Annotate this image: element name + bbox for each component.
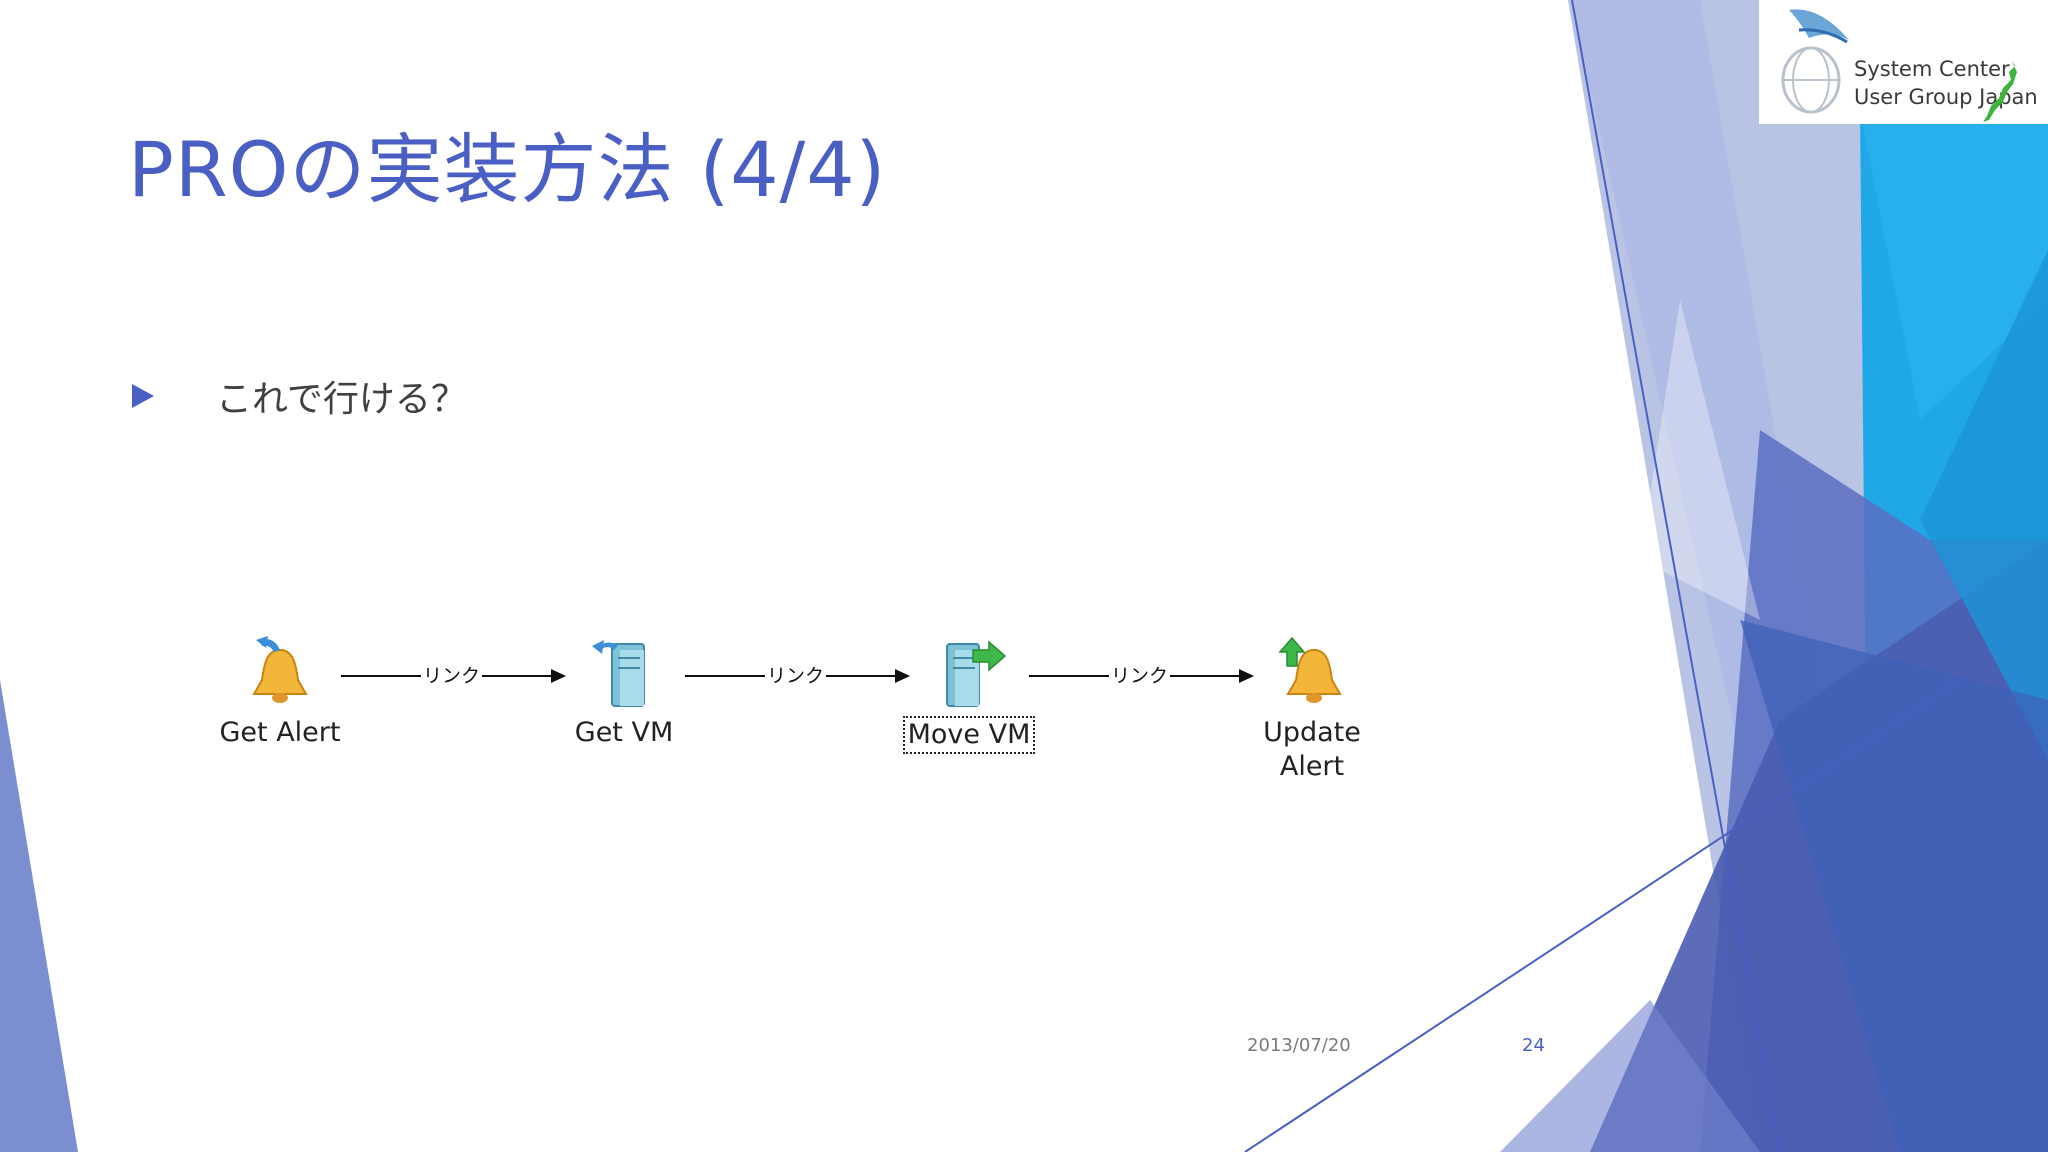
activity-get-alert[interactable]: Get Alert <box>200 636 360 750</box>
link-label: リンク <box>1109 661 1171 688</box>
alert-bell-icon <box>252 636 308 703</box>
activity-label-line2: Alert <box>1279 751 1345 782</box>
workflow-link[interactable]: リンク <box>1029 661 1254 691</box>
link-label: リンク <box>765 661 827 688</box>
activity-label: Get VM <box>574 717 674 748</box>
slide-title: PROの実装方法 (4/4) <box>128 125 887 214</box>
activity-label: Update Alert <box>1263 716 1361 784</box>
logo-line1: System Center <box>1854 57 2010 81</box>
workflow-link[interactable]: リンク <box>685 661 910 691</box>
activity-label: Get Alert <box>219 717 341 748</box>
alert-update-icon <box>1278 636 1342 703</box>
activity-get-vm[interactable]: Get VM <box>544 636 704 750</box>
activity-update-alert[interactable]: Update Alert <box>1232 636 1392 784</box>
link-label: リンク <box>421 661 483 688</box>
activity-label-line1: Update <box>1263 717 1361 748</box>
server-move-icon <box>946 640 1007 707</box>
activity-move-vm[interactable]: Move VM <box>889 636 1049 754</box>
japan-map-icon <box>1983 60 2017 122</box>
workflow-link[interactable]: リンク <box>341 661 566 691</box>
activity-label: Move VM <box>902 716 1036 754</box>
bullet-triangle-icon <box>132 384 154 408</box>
slide-page-number: 24 <box>1522 1035 1545 1056</box>
logo-emblem-icon <box>1781 9 1849 114</box>
bullet-text: これで行ける？ <box>216 379 467 420</box>
slide-date: 2013/07/20 <box>1247 1035 1351 1056</box>
server-get-icon <box>592 640 645 707</box>
sc-user-group-logo: System Center User Group Japan <box>1759 0 2048 124</box>
bullet-item: これで行ける？ <box>130 370 467 422</box>
